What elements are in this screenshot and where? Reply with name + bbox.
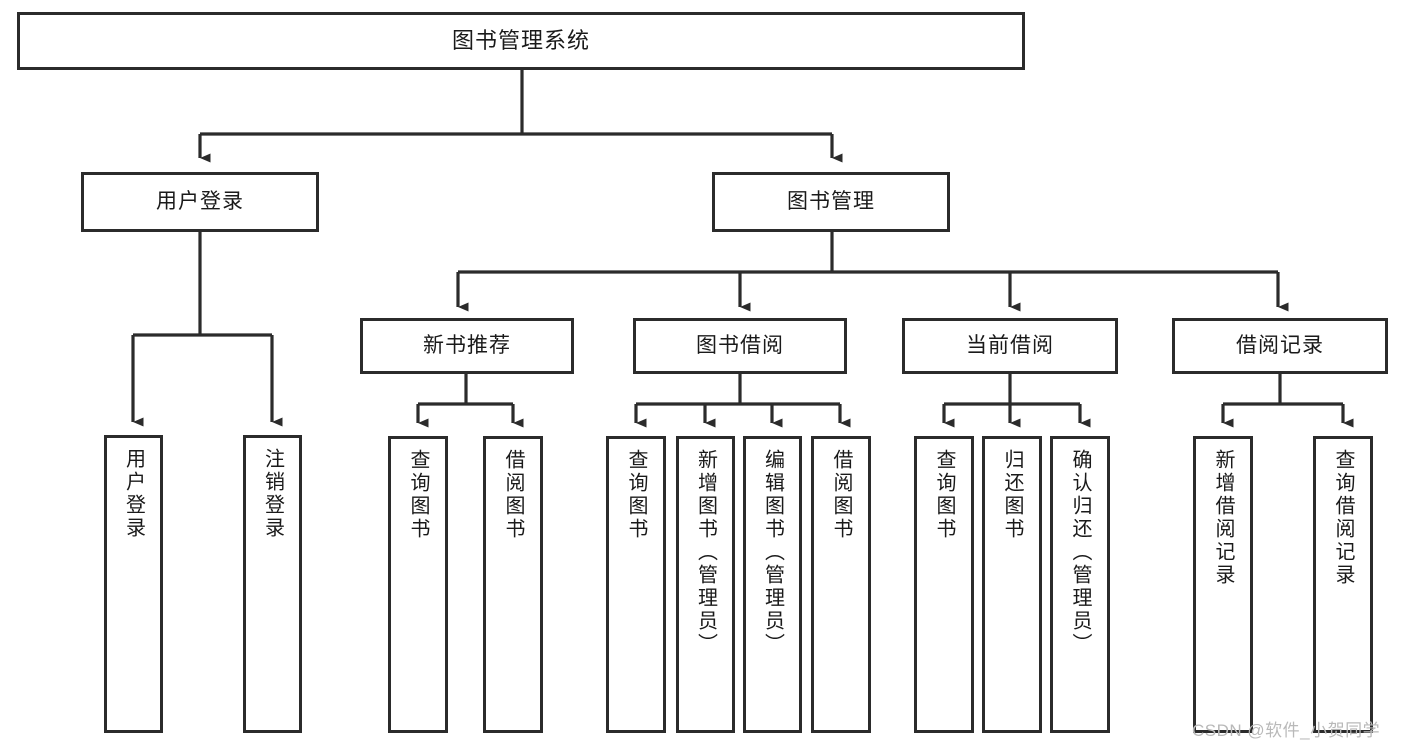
connector-userlogin-to-leaves — [131, 232, 283, 427]
node-label: 查询图书 — [407, 449, 429, 541]
leaf-query-borrow-record[interactable]: 查询借阅记录 — [1313, 436, 1373, 733]
node-label: 查询图书 — [933, 449, 955, 541]
node-label: 借阅记录 — [1236, 333, 1324, 357]
leaf-query-book-current[interactable]: 查询图书 — [914, 436, 974, 733]
leaf-logout[interactable]: 注销登录 — [243, 435, 302, 733]
node-label: 图书借阅 — [696, 333, 784, 357]
leaf-query-book-borrow[interactable]: 查询图书 — [606, 436, 666, 733]
leaf-borrow-book[interactable]: 借阅图书 — [811, 436, 871, 733]
csdn-watermark: CSDN @软件_小贺同学 — [1192, 721, 1381, 740]
node-label: 图书管理 — [787, 189, 875, 213]
node-label: 借阅图书 — [830, 449, 852, 541]
node-label: 查询图书 — [625, 449, 647, 541]
leaf-confirm-return-admin[interactable]: 确认归还（管理员） — [1050, 436, 1110, 733]
connector-newbook-to-leaves — [416, 374, 524, 428]
node-label: 借阅图书 — [502, 449, 524, 541]
node-label: 查询借阅记录 — [1332, 449, 1354, 587]
connector-currentborrow-to-leaves — [942, 374, 1091, 428]
node-book-borrowing[interactable]: 图书借阅 — [633, 318, 847, 374]
leaf-return-book[interactable]: 归还图书 — [982, 436, 1042, 733]
node-label: 编辑图书（管理员） — [761, 449, 784, 656]
leaf-query-book-recommend[interactable]: 查询图书 — [388, 436, 448, 733]
node-label: 注销登录 — [261, 448, 284, 540]
leaf-user-login[interactable]: 用户登录 — [104, 435, 163, 733]
node-label: 用户登录 — [156, 189, 244, 213]
node-label: 归还图书 — [1001, 449, 1023, 541]
leaf-edit-book-admin[interactable]: 编辑图书（管理员） — [743, 436, 802, 733]
node-current-borrowing[interactable]: 当前借阅 — [902, 318, 1118, 374]
node-new-book-recommendation[interactable]: 新书推荐 — [360, 318, 574, 374]
leaf-add-borrow-record[interactable]: 新增借阅记录 — [1193, 436, 1253, 733]
connector-bookborrow-to-leaves — [634, 374, 851, 428]
node-root-library-management-system[interactable]: 图书管理系统 — [17, 12, 1025, 70]
node-label: 新增图书（管理员） — [694, 449, 717, 656]
node-label: 确认归还（管理员） — [1069, 449, 1091, 656]
node-label: 用户登录 — [122, 448, 145, 540]
node-book-management[interactable]: 图书管理 — [712, 172, 950, 232]
node-label: 当前借阅 — [966, 333, 1054, 357]
leaf-borrow-book-recommend[interactable]: 借阅图书 — [483, 436, 543, 733]
node-label: 新书推荐 — [423, 333, 511, 357]
connector-root-to-level2 — [198, 70, 843, 163]
connector-borrowrecord-to-leaves — [1221, 374, 1354, 428]
node-user-login[interactable]: 用户登录 — [81, 172, 319, 232]
leaf-add-book-admin[interactable]: 新增图书（管理员） — [676, 436, 735, 733]
connector-bookmanage-to-level3 — [456, 232, 1289, 312]
node-label: 图书管理系统 — [451, 28, 590, 54]
node-label: 新增借阅记录 — [1212, 449, 1234, 587]
node-borrowing-record[interactable]: 借阅记录 — [1172, 318, 1388, 374]
